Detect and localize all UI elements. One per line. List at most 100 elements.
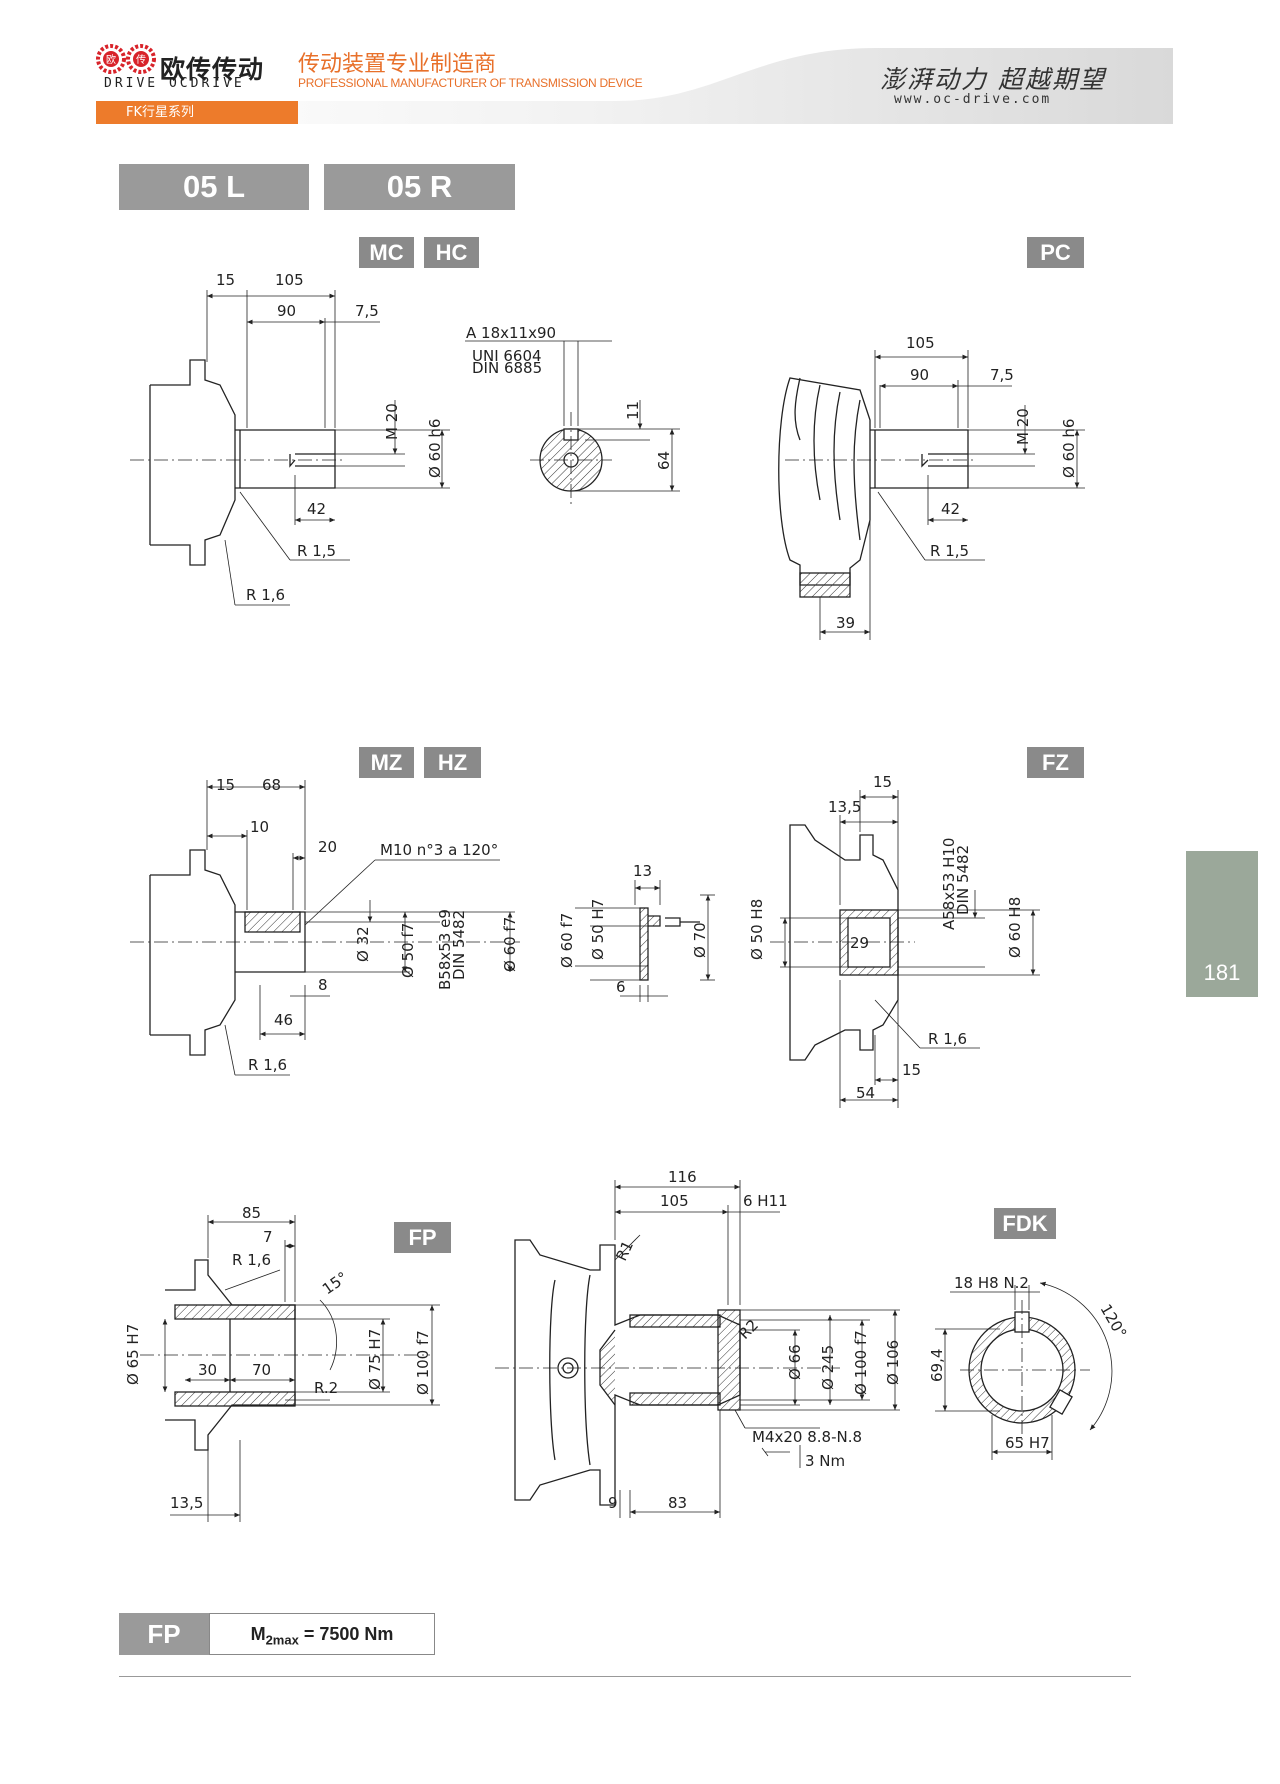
option-label-fp: FP [394, 1222, 451, 1253]
dim-fpm-116: 116 [668, 1168, 697, 1186]
dim-fpm-3nm: 3 Nm [805, 1452, 845, 1470]
brand-name-cn: 欧传传动 [160, 55, 265, 84]
dim-fdk-120deg: 120° [1097, 1301, 1131, 1341]
dim-pc-m20: M 20 [1014, 408, 1032, 445]
dim-fz-dia50: Ø 50 H8 [748, 899, 766, 960]
dim-mz-8: 8 [318, 976, 328, 994]
brand-name-en: DRIVE OCDRIVE [104, 76, 245, 91]
model-tab-05r: 05 R [324, 164, 515, 210]
dim-fpm-105: 105 [660, 1192, 689, 1210]
dim-fp-7: 7 [263, 1228, 273, 1246]
dims-pc: 105 90 7,5 M 20 Ø 60 h6 42 R 1,5 39 [836, 334, 1078, 632]
dim-mz-15: 15 [216, 776, 235, 794]
dims-fp-mounted: 116 105 6 H11 R1 R2 Ø 66 Ø 245 Ø 100 f7 … [608, 1168, 902, 1512]
option-label-pc: PC [1027, 237, 1084, 268]
drawing-pc [778, 350, 1085, 640]
drawing-fz [770, 790, 1040, 1108]
option-label-fdk: FDK [994, 1208, 1056, 1239]
dim-fp-dia75: Ø 75 H7 [366, 1329, 384, 1390]
dim-pc-75: 7,5 [990, 366, 1014, 384]
dim-fp-dia65: Ø 65 H7 [124, 1324, 142, 1385]
slogan: 澎湃动力 超越期望 [880, 65, 1106, 94]
dim-fz-a58: A58x53 H10 [940, 838, 958, 930]
dim-pc-dia60: Ø 60 h6 [1060, 419, 1078, 478]
dim-mc-105: 105 [275, 271, 304, 289]
tagline-en: PROFESSIONAL MANUFACTURER OF TRANSMISSIO… [298, 76, 643, 90]
option-label-mz: MZ [359, 747, 414, 778]
dim-fz-29: 29 [850, 934, 869, 952]
dim-mc-90: 90 [277, 302, 296, 320]
drawing-mc [130, 290, 450, 606]
company-logo: 欧 传 [96, 44, 156, 74]
dim-fp-r2: R.2 [314, 1379, 338, 1397]
dim-key-spec: A 18x11x90 [466, 324, 556, 342]
dim-mz-dia32: Ø 32 [354, 926, 372, 962]
dim-mz-dia60: Ø 60 f7 [501, 917, 519, 972]
dim-pc-42: 42 [941, 500, 960, 518]
dim-fp-r16: R 1,6 [232, 1251, 271, 1269]
dim-key-64: 64 [655, 451, 673, 470]
dim-pc-39: 39 [836, 614, 855, 632]
drawing-fdk [935, 1281, 1113, 1460]
series-tab: FK行星系列 [96, 101, 298, 124]
dim-fpm-6h11: 6 H11 [743, 1192, 788, 1210]
dim-fpm-m4: M4x20 8.8-N.8 [752, 1428, 862, 1446]
dim-key-din: DIN 6885 [472, 359, 542, 377]
dim-fpm-83: 83 [668, 1494, 687, 1512]
dim-mc-r16: R 1,6 [246, 586, 285, 604]
dim-fpm-dia245: Ø 245 [819, 1345, 837, 1390]
dim-pc-90: 90 [910, 366, 929, 384]
page-number: 181 [1203, 960, 1241, 985]
torque-spec: M2max = 7500 Nm [209, 1613, 435, 1655]
dim-mz-20: 20 [318, 838, 337, 856]
dim-key-uni: UNI 6604 [472, 347, 542, 365]
dim-mc-dia60: Ø 60 h6 [426, 419, 444, 478]
dims-mz: 15 68 10 20 M10 n°3 a 120° Ø 32 Ø 50 f7 … [216, 776, 519, 1074]
dim-fp-85: 85 [242, 1204, 261, 1222]
dim-mzf-dia60: Ø 60 f7 [558, 913, 576, 968]
dim-mz-dia50: Ø 50 f7 [399, 923, 417, 978]
dim-fp-135: 13,5 [170, 1494, 203, 1512]
dim-mzf-dia70: Ø 70 [691, 922, 709, 958]
dim-key-11: 11 [624, 401, 642, 420]
dim-mzf-dia50: Ø 50 H7 [589, 899, 607, 960]
dim-mc-15: 15 [216, 271, 235, 289]
dim-mz-b58: B58x53 e9 [436, 909, 454, 990]
dim-mc-75: 7,5 [355, 302, 379, 320]
page-tab [1186, 851, 1258, 997]
dim-pc-r15: R 1,5 [930, 542, 969, 560]
option-label-hz: HZ [424, 747, 481, 778]
dim-fp-70: 70 [252, 1361, 271, 1379]
dim-mz-r16: R 1,6 [248, 1056, 287, 1074]
logo-badge-2: 传 [136, 54, 146, 66]
dims-key: A 18x11x90 UNI 6604 DIN 6885 11 64 [466, 324, 673, 470]
dim-mz-m10: M10 n°3 a 120° [380, 841, 498, 859]
dim-mc-42: 42 [307, 500, 326, 518]
dim-fpm-dia106: Ø 106 [884, 1340, 902, 1385]
drawing-fp-mounted [495, 1180, 900, 1518]
dim-fz-r16: R 1,6 [928, 1030, 967, 1048]
torque-symbol: M [250, 1624, 266, 1644]
website: www.oc-drive.com [894, 92, 1052, 107]
dim-fdk-key: 18 H8 N.2 [954, 1274, 1029, 1292]
dim-fp-15deg: 15° [319, 1268, 351, 1298]
dim-mz-68: 68 [262, 776, 281, 794]
dim-fpm-dia66: Ø 66 [786, 1344, 804, 1380]
dim-mc-r15: R 1,5 [297, 542, 336, 560]
dims-fp: 85 7 R 1,6 15° Ø 65 H7 30 70 R.2 Ø 75 H7… [124, 1204, 432, 1512]
dim-fdk-694: 69,4 [928, 1349, 946, 1382]
drawing-key-section [465, 340, 680, 508]
dim-mz-din: DIN 5482 [450, 910, 468, 980]
header-band [96, 48, 1173, 124]
dim-mzf-13: 13 [633, 862, 652, 880]
dim-fp-dia100: Ø 100 f7 [414, 1330, 432, 1395]
dim-fz-15: 15 [873, 773, 892, 791]
option-label-fz: FZ [1027, 747, 1084, 778]
drawing-fp [140, 1215, 440, 1522]
bottom-divider [119, 1676, 1131, 1677]
dim-mz-46: 46 [274, 1011, 293, 1029]
dim-fp-30: 30 [198, 1361, 217, 1379]
tagline-cn: 传动装置专业制造商 [298, 52, 497, 77]
torque-subscript: 2max [265, 1632, 299, 1648]
